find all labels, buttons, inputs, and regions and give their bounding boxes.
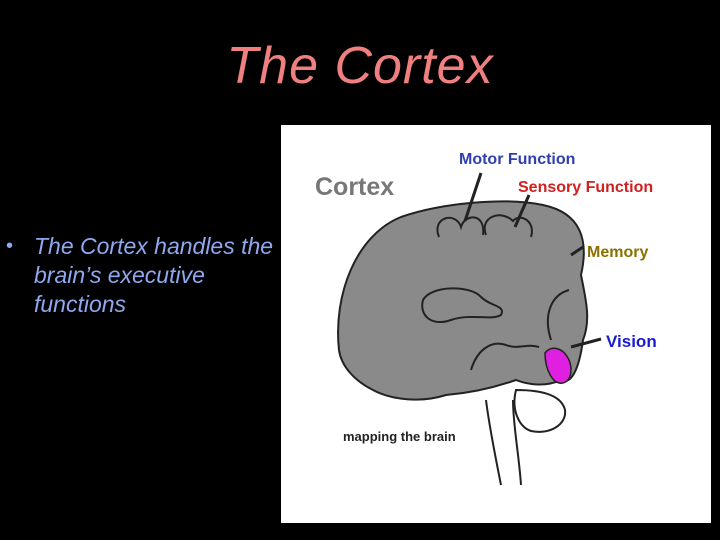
brainstem-left xyxy=(485,399,502,486)
memory-pointer xyxy=(570,245,584,257)
motor-pointer xyxy=(463,172,483,222)
cortex-shape xyxy=(337,200,589,401)
slide-title: The Cortex xyxy=(226,37,494,95)
diagram-caption: mapping the brain xyxy=(343,429,456,444)
label-motor: Motor Function xyxy=(459,151,575,168)
brain-diagram: Cortex Motor Function Sensory Func xyxy=(281,125,711,523)
fold-temporal xyxy=(470,342,540,371)
bullet-dot-icon: • xyxy=(6,235,14,257)
label-memory: Memory xyxy=(587,244,648,261)
fold-motor xyxy=(436,216,485,238)
diagram-heading: Cortex xyxy=(315,173,394,201)
cerebellum xyxy=(513,388,567,433)
fold-frontal xyxy=(421,287,503,323)
brain-diagram-svg: Cortex Motor Function Sensory Func xyxy=(281,125,711,523)
bullet-item: • The Cortex handles the brain’s executi… xyxy=(6,232,278,319)
bullet-text: The Cortex handles the brain’s executive… xyxy=(34,233,274,317)
bullet-list: • The Cortex handles the brain’s executi… xyxy=(6,232,278,319)
brainstem-right xyxy=(512,399,522,486)
vision-pointer xyxy=(570,337,602,349)
sensory-pointer xyxy=(513,194,531,228)
fold-occipital xyxy=(546,289,570,341)
fold-sensory xyxy=(483,214,533,238)
label-sensory: Sensory Function xyxy=(518,179,653,196)
label-vision: Vision xyxy=(606,332,657,351)
vision-area xyxy=(544,347,572,384)
